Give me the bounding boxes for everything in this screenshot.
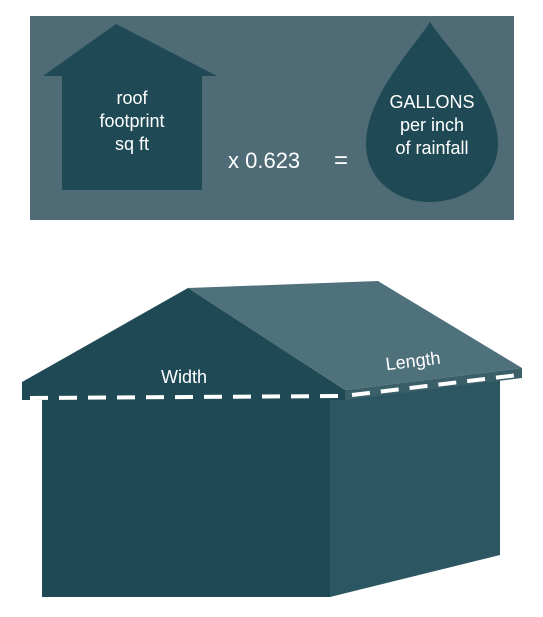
equals-sign: = bbox=[334, 147, 348, 174]
house-label-line-1: roof bbox=[116, 88, 148, 108]
house-diagram: Width Length bbox=[22, 281, 522, 597]
house-label-line-3: sq ft bbox=[115, 134, 149, 154]
roof-slope bbox=[188, 281, 522, 390]
front-gable bbox=[22, 288, 345, 400]
side-wall bbox=[330, 380, 500, 597]
front-wall bbox=[42, 400, 330, 597]
drop-label-line-1: GALLONS bbox=[389, 92, 474, 112]
drop-label-line-3: of rainfall bbox=[395, 138, 468, 158]
house-icon bbox=[43, 24, 217, 190]
raindrop-icon bbox=[366, 22, 498, 202]
width-label: Width bbox=[161, 367, 207, 387]
width-dashed-line bbox=[29, 394, 346, 400]
multiplier-text: x 0.623 bbox=[228, 148, 300, 173]
drop-label-line-2: per inch bbox=[400, 115, 464, 135]
formula-panel: roof footprint sq ft x 0.623 = GALLONS p… bbox=[30, 16, 514, 220]
house-label-line-2: footprint bbox=[99, 111, 164, 131]
